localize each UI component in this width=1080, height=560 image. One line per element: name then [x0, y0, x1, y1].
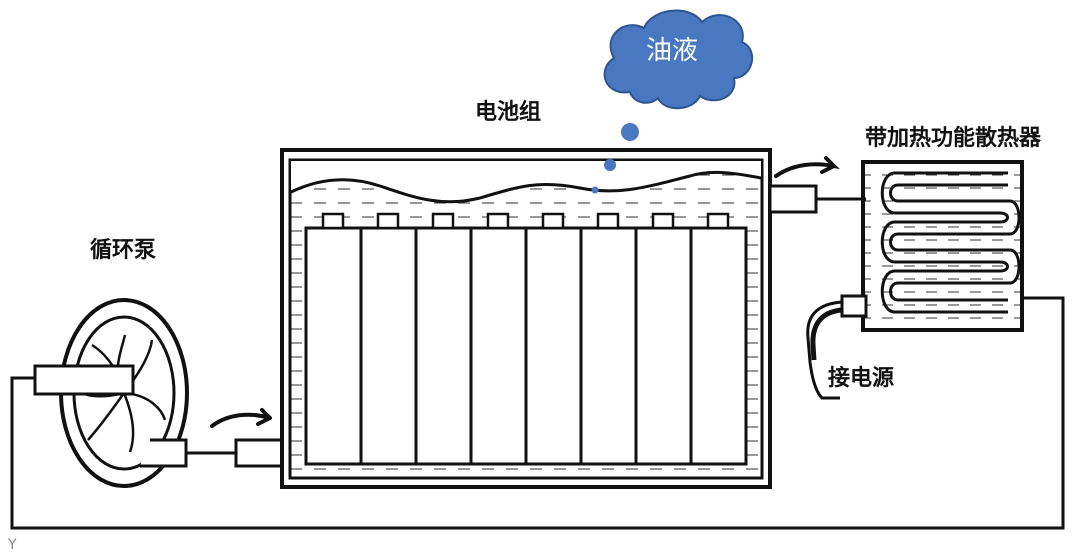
battery-terminal [431, 212, 455, 230]
flow-arrow-icon [210, 408, 272, 428]
battery-terminal [376, 212, 400, 230]
battery-cell [304, 226, 363, 466]
corner-mark: Y [8, 537, 17, 553]
battery-pack [280, 148, 818, 489]
battery-cell [524, 226, 583, 466]
radiator-coil-outer [880, 171, 1009, 314]
battery-cell [359, 226, 418, 466]
battery-terminal [486, 212, 510, 230]
battery-pack-label: 电池组 [475, 100, 542, 125]
battery-terminals [321, 212, 730, 230]
battery-terminal [706, 212, 730, 230]
oil-label: 油液 [645, 36, 698, 66]
battery-cell [689, 226, 748, 466]
battery-inlet-pipe [234, 438, 286, 468]
battery-terminal [651, 212, 675, 230]
battery-cell [469, 226, 528, 466]
oil-bubble [591, 186, 599, 194]
battery-outlet-pipe [768, 184, 818, 214]
return-pipe [10, 296, 1065, 530]
battery-cell [634, 226, 693, 466]
oil-surface-line [290, 170, 762, 204]
oil-bubble [604, 159, 616, 171]
air-gap [291, 161, 761, 202]
battery-cell [414, 226, 473, 466]
battery-cell [579, 226, 638, 466]
power-label: 接电源 [828, 366, 895, 391]
radiator-body [861, 160, 1024, 332]
heater-connector [840, 294, 868, 318]
circulation-pump [33, 298, 189, 488]
supply-pipe [186, 438, 286, 468]
power-cable-thick [810, 307, 843, 361]
power-cable [806, 300, 843, 400]
pump-label: 循环泵 [90, 238, 157, 263]
battery-terminal [541, 212, 565, 230]
oil-cloud [591, 9, 753, 194]
heating-radiator [806, 160, 1024, 400]
radiator-label: 带加热功能散热器 [865, 126, 1042, 151]
cloud-icon [603, 9, 753, 110]
radiator-coil-inner [889, 183, 1021, 302]
outlet-flow-arrow-icon [774, 156, 840, 178]
oil-bubble [621, 123, 639, 141]
battery-cells [304, 226, 748, 466]
battery-terminal [596, 212, 620, 230]
battery-terminal [321, 212, 345, 230]
pump-inlet-pipe [33, 364, 135, 396]
